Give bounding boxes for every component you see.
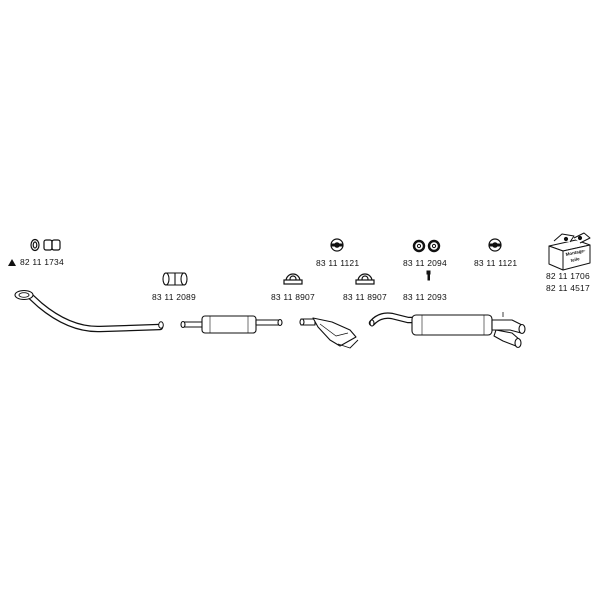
clamp-icon [355, 273, 375, 285]
rubber-mount-icon [488, 238, 502, 252]
rubber-mount-icon [330, 238, 344, 252]
intermediate-pipe [299, 317, 359, 349]
middle-silencer [180, 315, 283, 334]
clamp-icon [162, 272, 188, 286]
clamp-icon [283, 273, 303, 285]
part-number-clamp-mid: 83 11 8907 [271, 292, 315, 302]
gasket-ring-icon [30, 238, 61, 252]
bolt-icon [426, 270, 431, 281]
part-number-rubber-rings: 83 11 2094 [403, 258, 447, 268]
kit-box-text-1: Montage- [565, 248, 586, 257]
part-number-gasket: 82 11 1734 [8, 257, 64, 267]
front-pipe [14, 289, 164, 333]
part-number-kit-1: 82 11 1706 [546, 271, 590, 281]
kit-box-text-2: teile [570, 256, 580, 263]
part-number-text: 82 11 1734 [20, 257, 64, 267]
part-number-clamp-rear: 83 11 8907 [343, 292, 387, 302]
triangle-marker-icon [8, 259, 16, 266]
part-number-kit-2: 82 11 4517 [546, 283, 590, 293]
part-number-bolt: 83 11 2093 [403, 292, 447, 302]
mounting-kit-box-icon: Montage- teile [548, 232, 591, 271]
part-number-clamp-front: 83 11 2089 [152, 292, 196, 302]
part-number-mount-b: 83 11 1121 [474, 258, 518, 268]
part-number-mount-a: 83 11 1121 [316, 258, 360, 268]
rubber-ring-pair-icon [412, 239, 441, 253]
rear-silencer [368, 312, 526, 349]
